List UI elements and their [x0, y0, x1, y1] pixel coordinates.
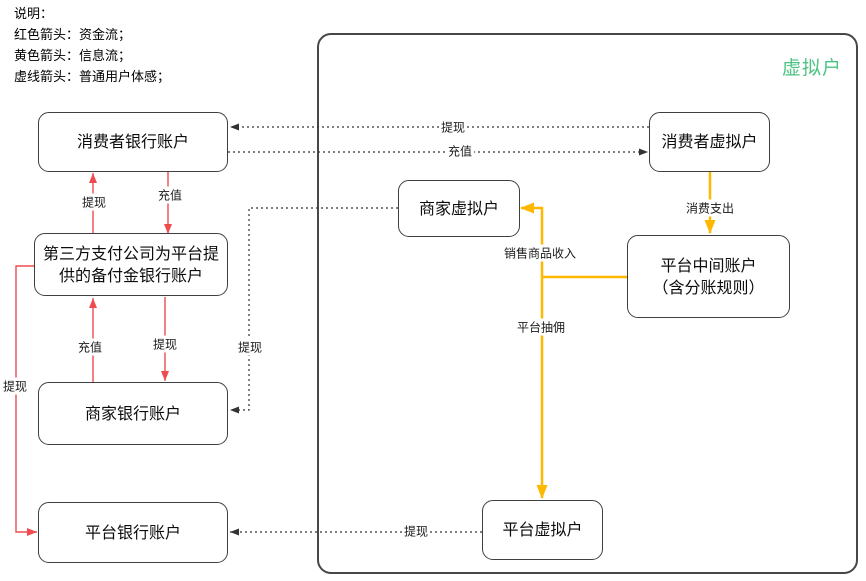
edge-label-withdraw-consumer-dotted: 提现 [438, 118, 468, 136]
legend-item-dotted-flow: 虚线箭头：普通用户体感； [14, 70, 171, 85]
edge-label-consume-expense: 消费支出 [683, 199, 737, 217]
node-platform-intermediate-account: 平台中间账户 （含分账规则） [627, 235, 790, 318]
legend-item-info-flow: 黄色箭头：信息流； [14, 49, 132, 64]
virtual-account-label: 虚拟户 [781, 57, 842, 79]
node-platform-virtual-account: 平台虚拟户 [482, 500, 603, 560]
edge-label-recharge-merchant: 充值 [75, 338, 105, 356]
edge-label-withdraw-platform-dotted: 提现 [401, 522, 431, 540]
legend: 说明： 红色箭头：资金流； 黄色箭头：信息流； 虚线箭头：普通用户体感； [14, 4, 170, 88]
node-consumer-bank-account: 消费者银行账户 [38, 112, 228, 172]
virtual-account-boundary: 虚拟户 [317, 33, 858, 574]
edge-label-recharge-consumer-dotted: 充值 [445, 142, 475, 160]
edge-withdraw-reserve-to-platform-bank [15, 265, 38, 536]
edge-dotted-withdraw-merchant-virtual-to-bank [230, 207, 398, 414]
legend-item-fund-flow: 红色箭头：资金流； [14, 28, 132, 43]
edge-sales-income-to-merchant-virtual [520, 202, 544, 277]
edge-label-sales-income: 销售商品收入 [501, 244, 579, 262]
node-consumer-virtual-account: 消费者虚拟户 [649, 112, 770, 172]
node-third-party-reserve-bank-account: 第三方支付公司为平台提 供的备付金银行账户 [34, 233, 228, 296]
node-merchant-virtual-account: 商家虚拟户 [398, 180, 520, 237]
edge-label-platform-commission: 平台抽佣 [514, 318, 568, 336]
edge-label-withdraw-platform-red: 提现 [0, 377, 30, 395]
node-platform-bank-account: 平台银行账户 [38, 502, 228, 563]
edge-label-withdraw-consumer-bank: 提现 [79, 193, 109, 211]
edge-label-recharge-reserve: 充值 [155, 186, 185, 204]
node-merchant-bank-account: 商家银行账户 [38, 382, 228, 445]
edge-label-withdraw-merchant: 提现 [150, 335, 180, 353]
legend-title: 说明： [14, 7, 54, 22]
edge-label-withdraw-merchant-dotted: 提现 [235, 338, 265, 356]
